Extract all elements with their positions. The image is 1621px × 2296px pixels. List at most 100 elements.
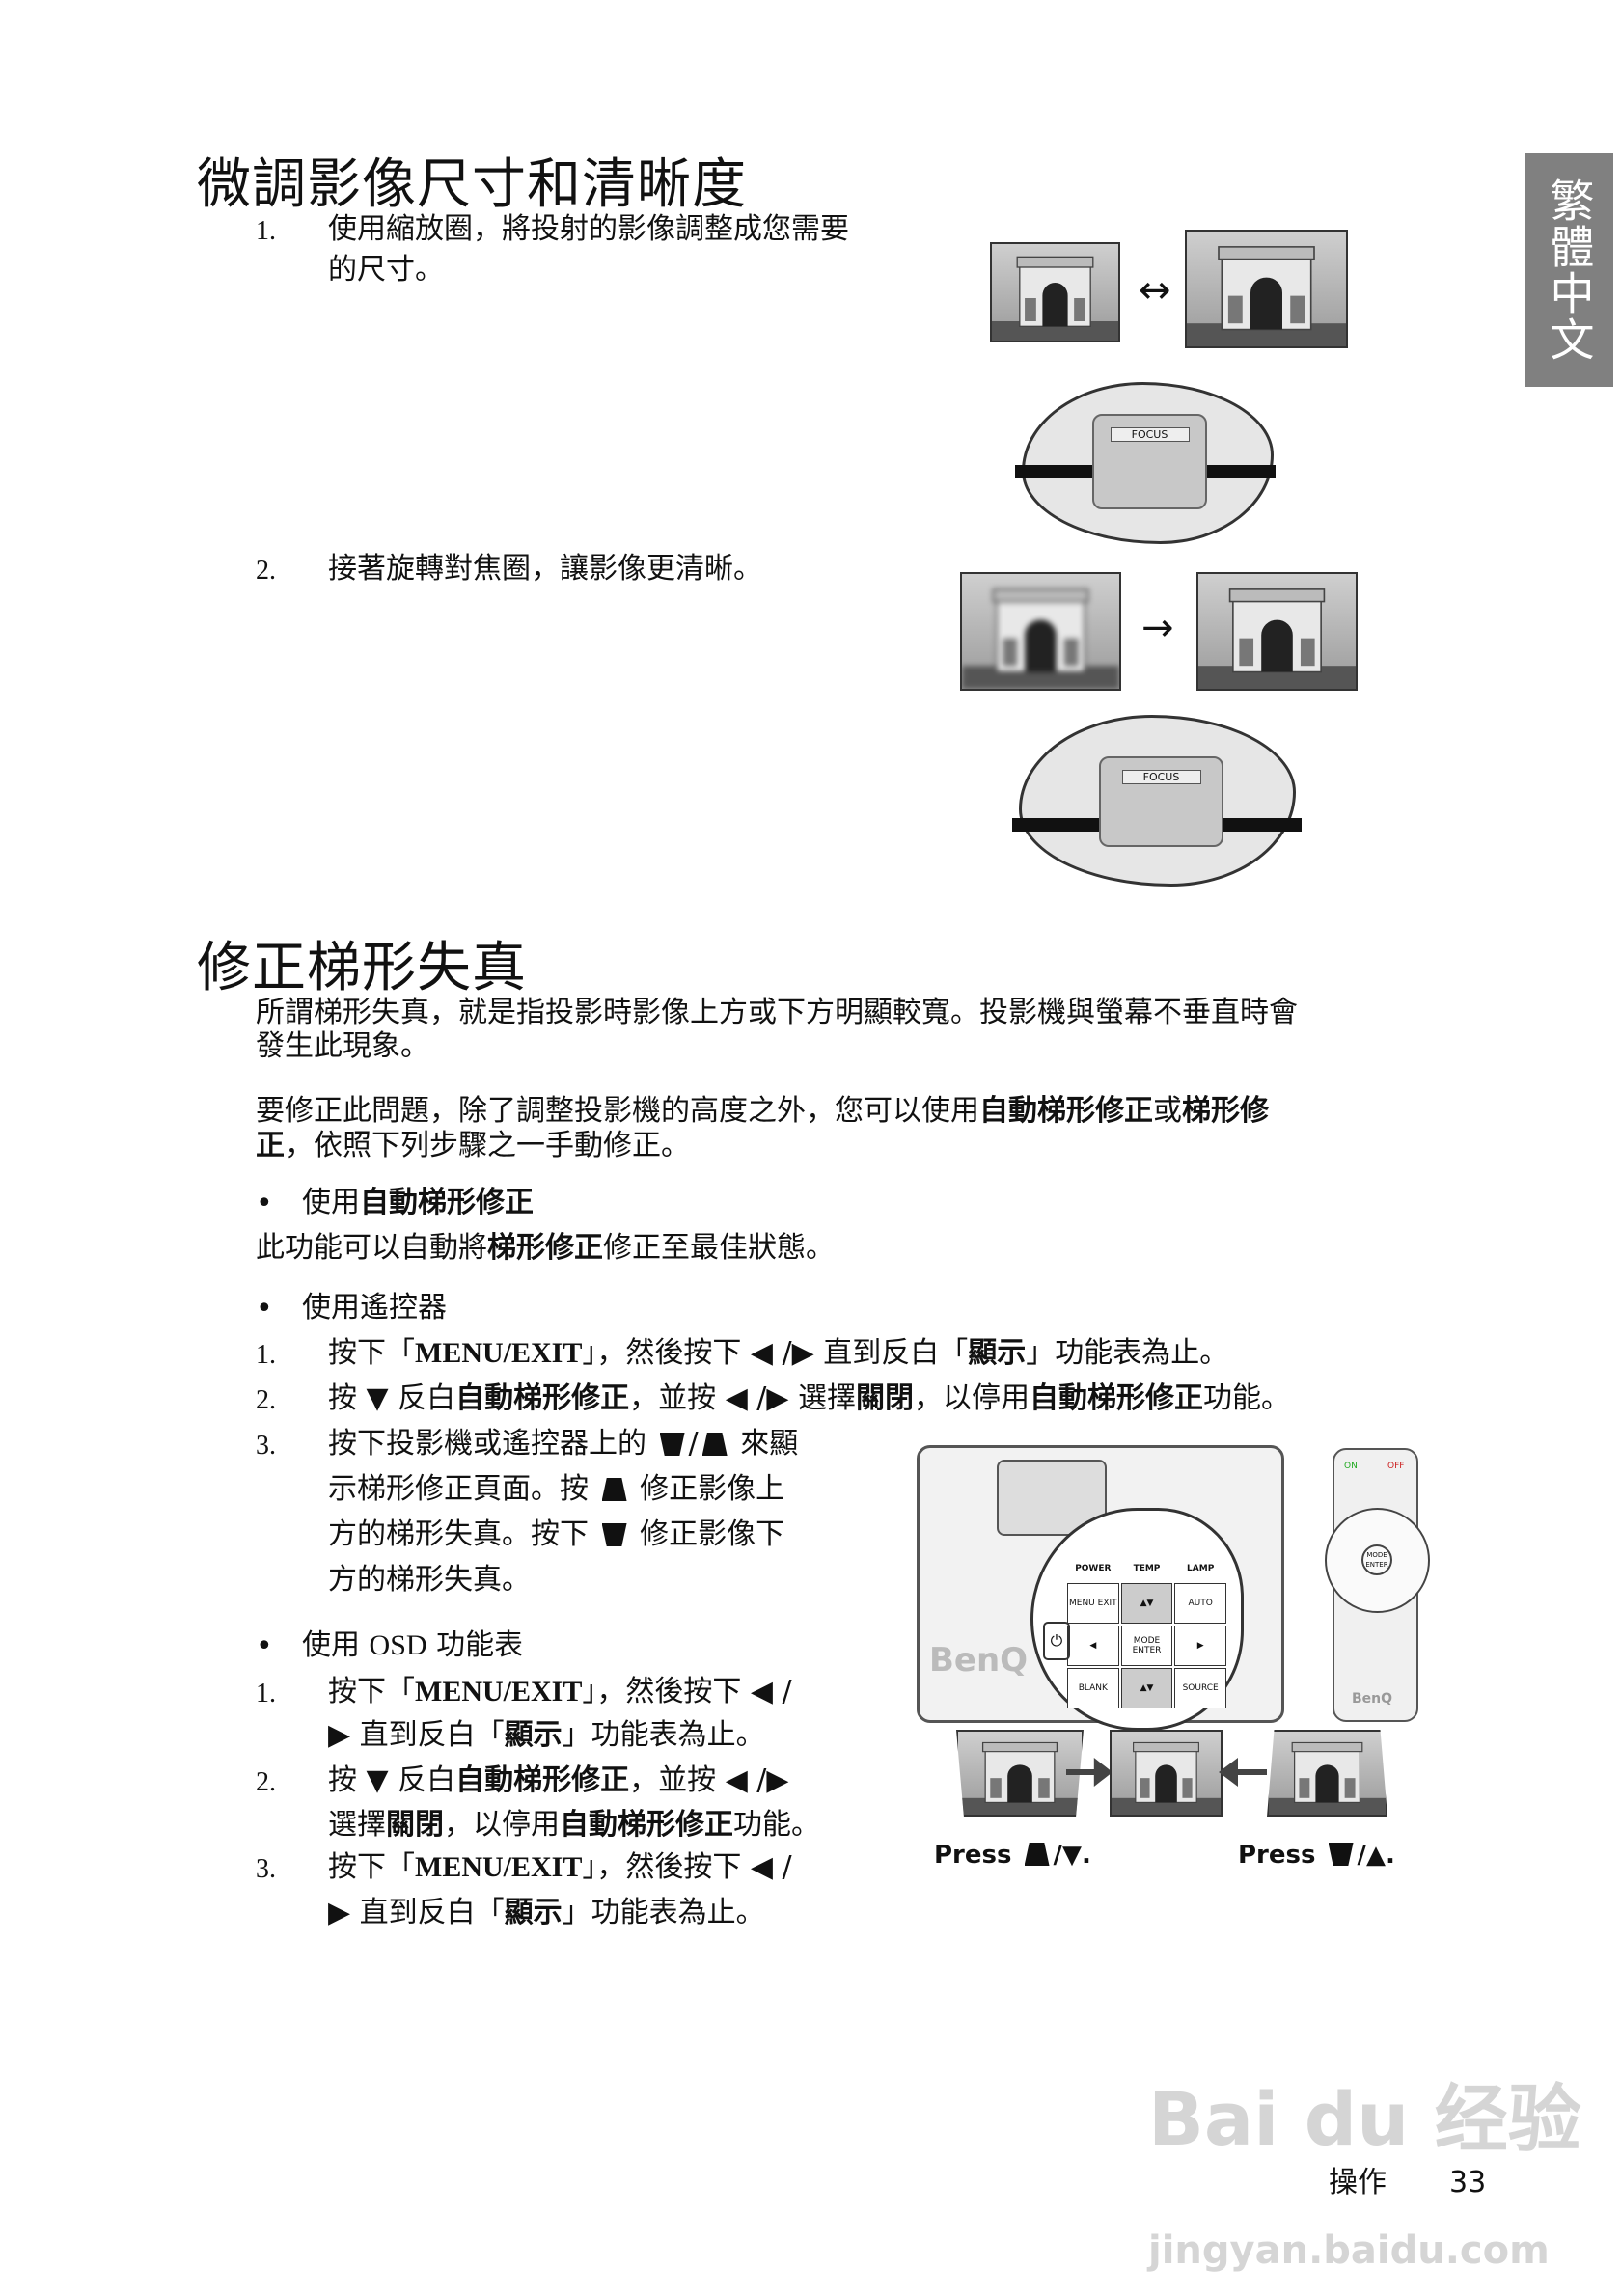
sharp-image-illustration [1196, 572, 1358, 691]
text-segment: / [688, 1427, 699, 1461]
step-number: 3. [256, 1854, 276, 1884]
text-segment: 要修正此問題，除了調整投影機的高度之外，您可以使用 [256, 1094, 979, 1128]
focus-label: FOCUS [1121, 770, 1201, 784]
body-text-line: 使用 OSD 功能表 [302, 1628, 523, 1663]
text-segment: ，以停用 [444, 1808, 560, 1842]
bold-term: 自動梯形修正 [979, 1094, 1153, 1128]
power-icon: ⏻ [1043, 1622, 1070, 1660]
projector-key: MODE ENTER [1120, 1626, 1173, 1666]
keystone-corrected-image [1110, 1730, 1223, 1817]
body-text-line: 按 ▼ 反白自動梯形修正，並按 ◀ /▶ 選擇關閉，以停用自動梯形修正功能。 [328, 1381, 1290, 1416]
indicator-label: LAMP [1187, 1564, 1215, 1573]
bold-term: 顯示 [504, 1718, 563, 1752]
body-text-line: 要修正此問題，除了調整投影機的高度之外，您可以使用自動梯形修正或梯形修 [256, 1094, 1269, 1129]
text-segment: 方的梯形失真。按下 [328, 1517, 598, 1551]
text-segment: 修正至最佳狀態。 [603, 1231, 835, 1265]
page-number: 33 [1449, 2166, 1487, 2200]
body-text-line: 使用遙控器 [302, 1291, 447, 1326]
bold-term: 梯形修正 [487, 1231, 603, 1265]
remote-brand: BenQ [1352, 1691, 1393, 1707]
step-number: 2. [256, 1767, 276, 1797]
text-segment: 示梯形修正頁面。按 [328, 1472, 598, 1506]
text-segment: ，以停用 [914, 1381, 1030, 1415]
text-segment: ▶ 直到反白「 [328, 1896, 505, 1929]
bullet: • [256, 1292, 273, 1326]
projector-key: ▶ [1174, 1626, 1226, 1666]
text-segment: 方的梯形失真。 [328, 1563, 531, 1597]
body-text-line: 按下「MENU/EXIT」，然後按下 ◀ / [328, 1675, 792, 1709]
text-segment: 」，然後按下 ◀ / [582, 1675, 792, 1708]
projector-key: AUTO [1174, 1583, 1226, 1624]
body-text-line: 按下「MENU/EXIT」，然後按下 ◀ /▶ 直到反白「顯示」功能表為止。 [328, 1336, 1228, 1371]
text-segment: 按下「 [328, 1675, 415, 1708]
text-segment: 選擇 [328, 1808, 386, 1842]
press-tail: /▲. [1357, 1841, 1395, 1870]
press-label: Press [1238, 1841, 1316, 1870]
footer-section: 操作 [1329, 2166, 1387, 2200]
remote-on: ON [1344, 1462, 1358, 1471]
text-segment: 按 ▼ 反白 [328, 1763, 456, 1797]
bold-term: 顯示 [504, 1896, 563, 1929]
bold-term: 關閉 [386, 1808, 444, 1842]
body-text-line: 按下投影機或遙控器上的 / 來顯 [328, 1427, 798, 1462]
step-text: 的尺寸。 [328, 253, 444, 287]
watermark-url: jingyan.baidu.com [1148, 2228, 1550, 2273]
section-title-keystone: 修正梯形失真 [197, 937, 527, 999]
projector-key: ▲▼ [1120, 1583, 1173, 1624]
projector-key: MENU EXIT [1067, 1583, 1119, 1624]
text-segment: ▶ 直到反白「 [328, 1718, 505, 1752]
projector-key: SOURCE [1174, 1668, 1226, 1708]
keystone-up-icon [1024, 1843, 1050, 1866]
bold-term: MENU/EXIT [415, 1337, 583, 1369]
projector-key: ◀ [1067, 1626, 1119, 1666]
text-segment: 」，然後按下 ◀ /▶ 直到反白「 [582, 1336, 969, 1370]
arrow-left-icon [1219, 1758, 1267, 1787]
text-segment: 」功能表為止。 [1026, 1336, 1229, 1370]
text-segment: 修正影像下 [630, 1517, 785, 1551]
step-number: 1. [256, 1340, 276, 1370]
body-text-line: 正，依照下列步驟之一手動修正。 [256, 1129, 690, 1163]
text-segment: 按 ▼ 反白 [328, 1381, 456, 1415]
step-number: 1. [256, 1679, 276, 1708]
keystone-up-icon [701, 1433, 728, 1456]
remote-dpad: MODE ENTER [1325, 1508, 1430, 1613]
step-number: 2. [256, 556, 276, 586]
bullet: • [256, 1629, 273, 1663]
body-text-line: 方的梯形失真。 [328, 1563, 531, 1598]
keystone-down-icon [1328, 1843, 1354, 1866]
large-image-illustration [1185, 230, 1348, 348]
step-text: 使用縮放圈，將投射的影像調整成您需要 [328, 212, 849, 246]
indicator-label: POWER [1075, 1564, 1112, 1573]
bullet: • [256, 1187, 273, 1220]
press-caption-left: Press /▼. [934, 1841, 1091, 1870]
text-segment: 使用 [302, 1628, 370, 1662]
text-segment: 修正影像上 [630, 1472, 785, 1506]
body-text-line: 按下「MENU/EXIT」，然後按下 ◀ / [328, 1850, 792, 1885]
text-segment: 按下「 [328, 1850, 415, 1884]
text-segment: 發生此現象。 [256, 1029, 429, 1063]
text-segment: 所謂梯形失真，就是指投影時影像上方或下方明顯較寬。投影機與螢幕不垂直時會 [256, 996, 1298, 1029]
bold-term: 關閉 [856, 1381, 915, 1415]
body-text-line: 使用自動梯形修正 [302, 1186, 534, 1220]
text-segment: 」功能表為止。 [562, 1896, 765, 1929]
projector-brand: BenQ [929, 1641, 1029, 1680]
bold-term: 自動梯形修正 [455, 1381, 630, 1415]
bold-term: 自動梯形修正 [455, 1763, 630, 1797]
keystone-up-icon [601, 1478, 627, 1501]
text-segment: 來顯 [730, 1427, 799, 1461]
text-segment: 功能。 [733, 1808, 820, 1842]
text-segment: OSD [369, 1629, 427, 1661]
step-number: 3. [256, 1431, 276, 1461]
body-text-line: 發生此現象。 [256, 1029, 429, 1064]
bold-term: 顯示 [968, 1336, 1027, 1370]
text-segment: 按下「 [328, 1336, 415, 1370]
step-number: 2. [256, 1385, 276, 1415]
text-segment: 使用 [302, 1186, 360, 1219]
zoom-arrow-icon: ↔ [1139, 268, 1171, 313]
small-image-illustration [990, 242, 1120, 342]
press-label: Press [934, 1841, 1012, 1870]
bold-term: MENU/EXIT [415, 1676, 583, 1708]
bold-term: 自動梯形修正 [1030, 1381, 1204, 1415]
